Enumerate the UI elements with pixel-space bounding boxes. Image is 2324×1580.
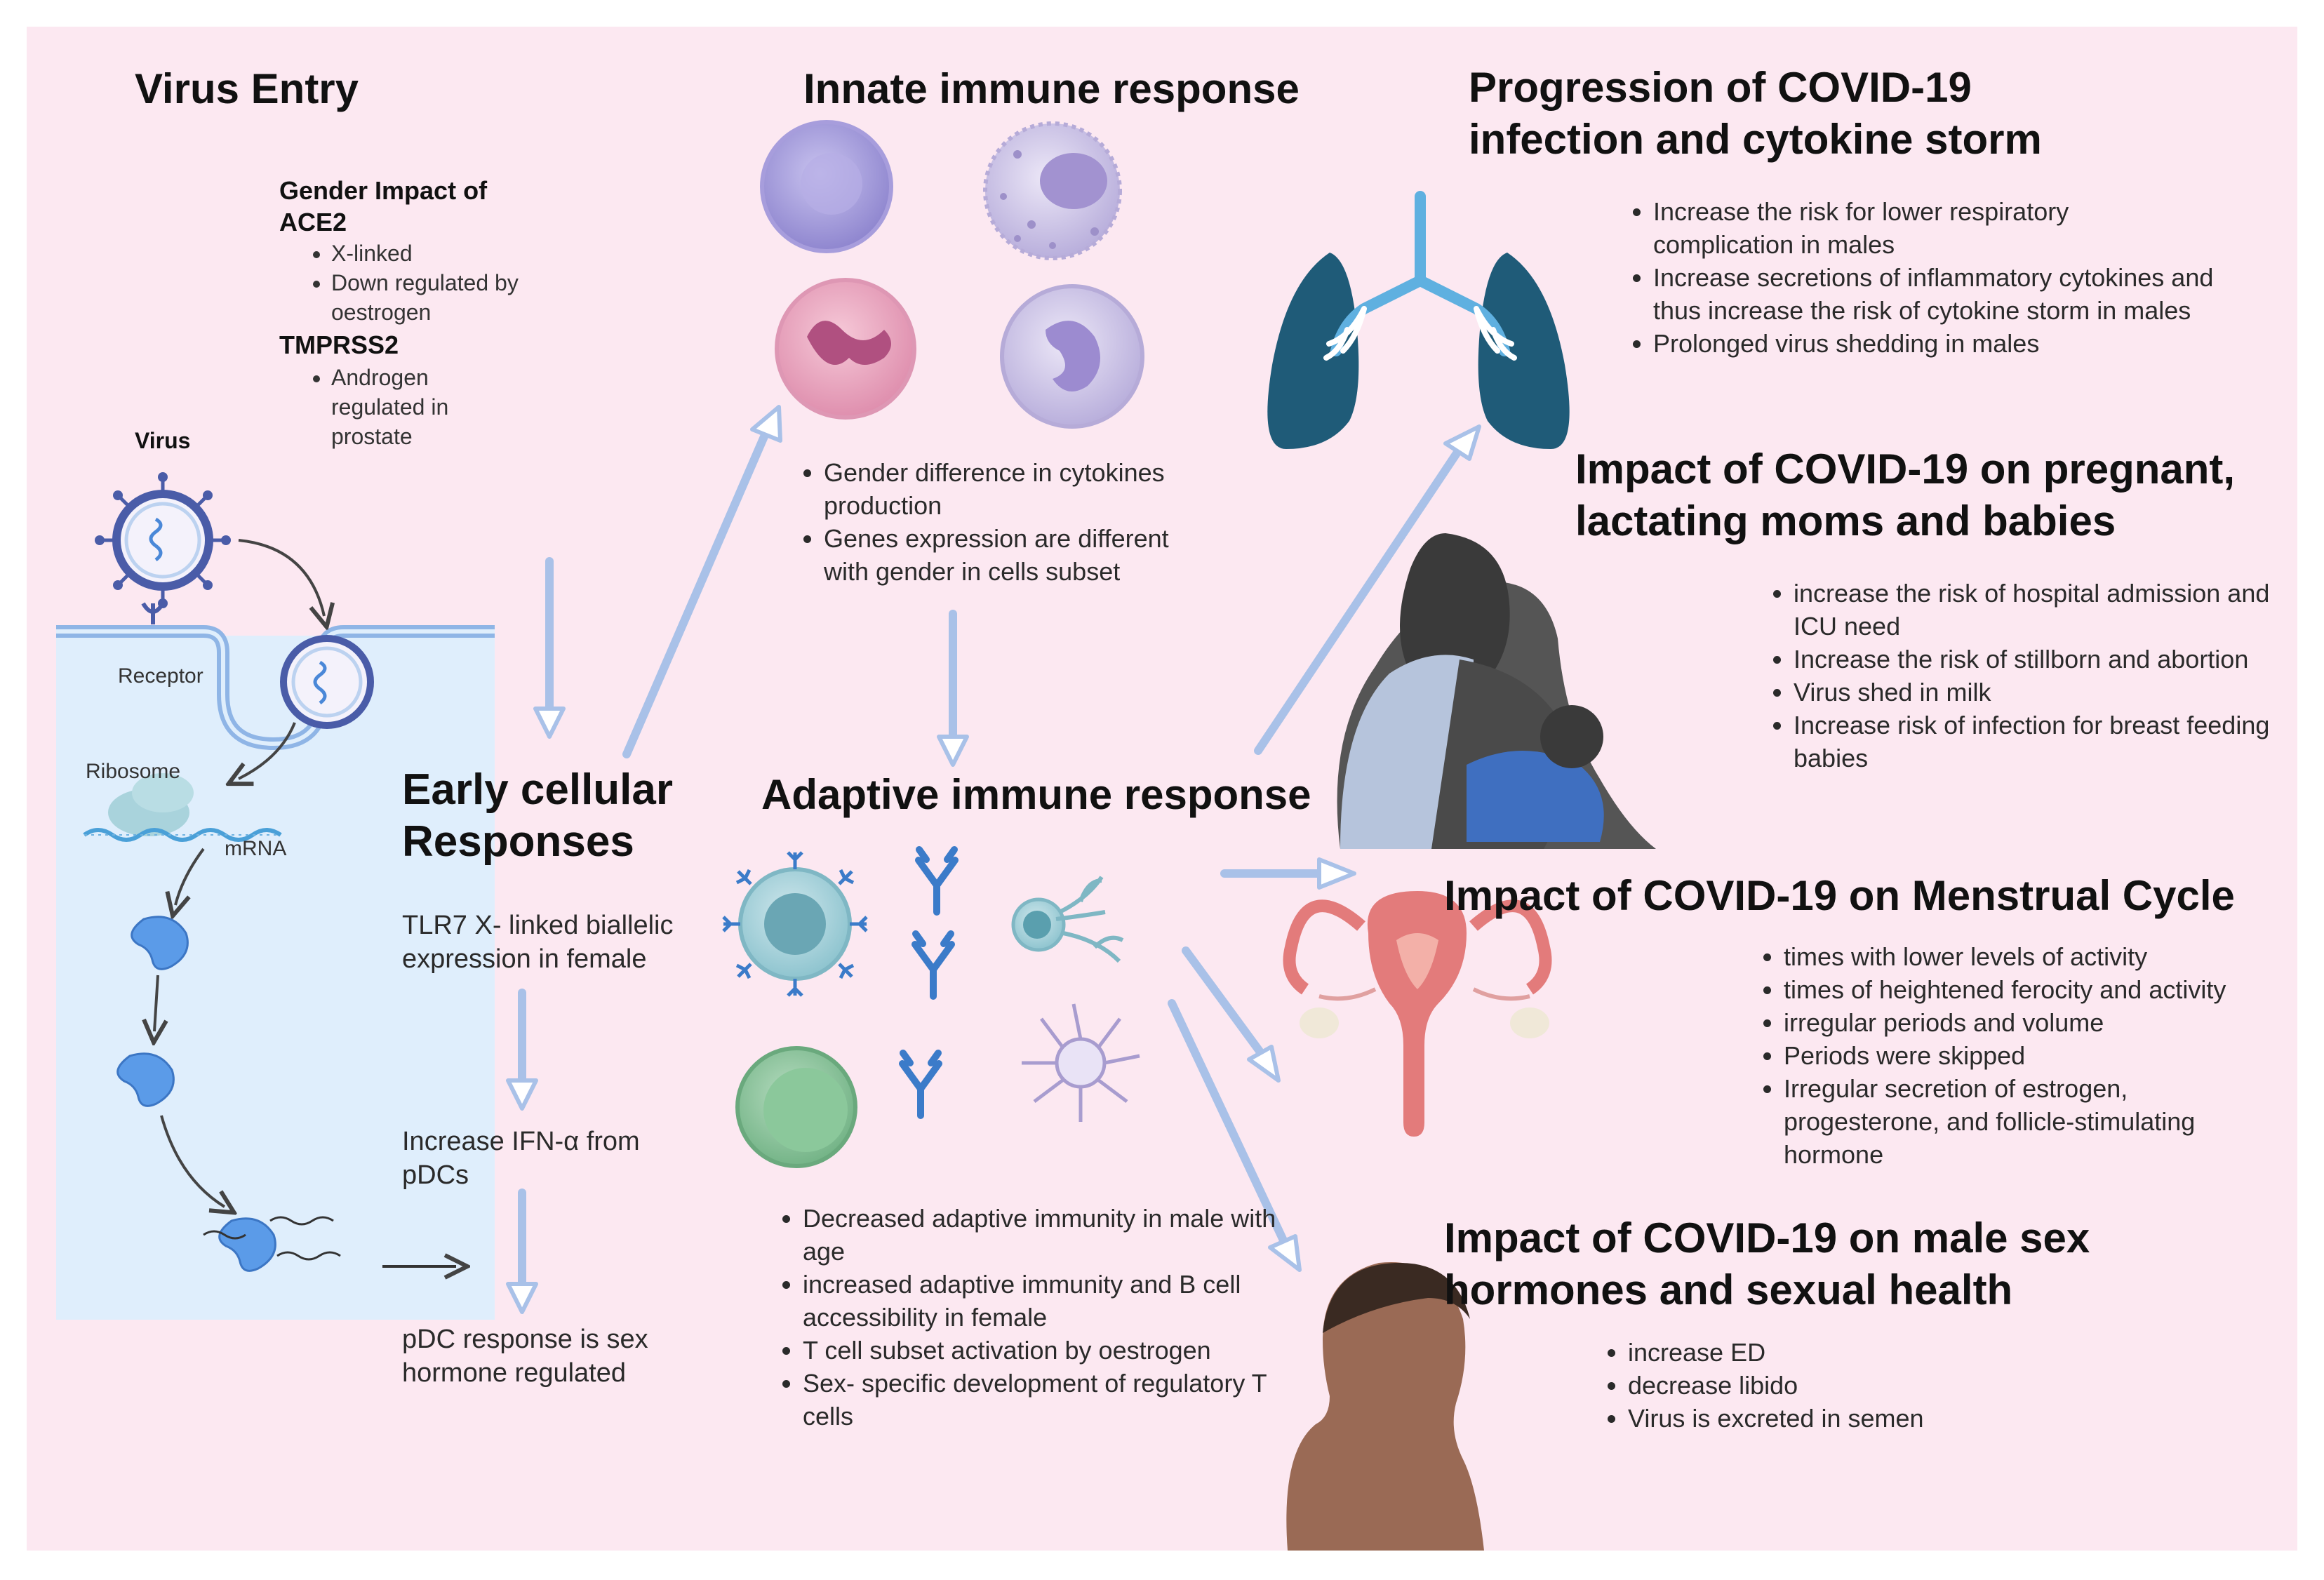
adaptive-points: Decreased adaptive immunity in male with…: [772, 1202, 1308, 1433]
bullet-item: Prolonged virus shedding in males: [1653, 327, 2215, 360]
receptor-label: Receptor: [118, 664, 203, 688]
flow-arrows: [518, 431, 1464, 1288]
protein-2: [116, 1052, 175, 1107]
innate-title: Innate immune response: [803, 65, 1300, 112]
innate-cell-mast: [983, 121, 1122, 260]
tlr7-line2: expression in female: [402, 944, 647, 974]
progression-points: Increase the risk for lower respiratory …: [1622, 195, 2215, 360]
adaptive-cell-dendritic: [1011, 876, 1124, 963]
bullet-item: Increase the risk of stillborn and abort…: [1794, 643, 2285, 676]
ifn-line1: Increase IFN-α from: [402, 1127, 640, 1156]
pdc-line1: pDC response is sex: [402, 1325, 648, 1354]
bullet-item: X-linked: [331, 239, 598, 268]
pregnant-title-line2: lactating moms and babies: [1575, 497, 2116, 544]
bullet-item: times with lower levels of activity: [1784, 940, 2247, 973]
innate-cell-eosinophil: [1000, 284, 1144, 429]
adaptive-title: Adaptive immune response: [761, 771, 1311, 818]
early-title-line2: Responses: [402, 817, 634, 866]
early-title-line1: Early cellular: [402, 765, 674, 814]
bullet-item: increased adaptive immunity and B cell a…: [803, 1268, 1308, 1334]
adaptive-cell-tcell: [735, 1046, 857, 1168]
ace2-label: ACE2: [279, 208, 347, 236]
innate-points: Gender difference in cytokines productio…: [793, 456, 1203, 588]
virus-entry-title: Virus Entry: [135, 65, 359, 112]
male-title-line1: Impact of COVID-19 on male sex: [1444, 1214, 2090, 1261]
bullet-item: Sex- specific development of regulatory …: [803, 1367, 1308, 1433]
uterus-illustration: [1283, 891, 1552, 1137]
bullet-item: times of heightened ferocity and activit…: [1784, 973, 2247, 1006]
menstrual-title: Impact of COVID-19 on Menstrual Cycle: [1444, 872, 2235, 919]
protein-3: [218, 1217, 276, 1272]
menstrual-points: times with lower levels of activity time…: [1753, 940, 2247, 1171]
bullet-item: increase the risk of hospital admission …: [1794, 577, 2285, 643]
virus-particle: [95, 472, 231, 608]
bullet-item: Down regulated by oestrogen: [331, 268, 598, 327]
breastfeeding-illustration: [1337, 533, 1656, 849]
ribosome-label: Ribosome: [86, 760, 181, 783]
tmprss2-points: Androgen regulated in prostate: [303, 363, 472, 451]
bullet-item: Virus is excreted in semen: [1628, 1402, 2119, 1435]
bullet-item: increase ED: [1628, 1336, 2119, 1369]
progression-title-line2: infection and cytokine storm: [1469, 116, 2042, 163]
adaptive-cell-bcell: [722, 851, 868, 997]
bullet-item: decrease libido: [1628, 1369, 2119, 1402]
tlr7-line1: TLR7 X- linked biallelic: [402, 911, 674, 940]
male-title-line2: hormones and sexual health: [1444, 1266, 2013, 1313]
bullet-item: Androgen regulated in prostate: [331, 363, 472, 451]
pdc-line2: hormone regulated: [402, 1358, 626, 1388]
bullet-item: Virus shed in milk: [1794, 676, 2285, 709]
mrna-label: mRNA: [225, 837, 287, 860]
male-points: increase ED decrease libido Virus is exc…: [1597, 1336, 2119, 1435]
bullet-item: irregular periods and volume: [1784, 1006, 2247, 1039]
innate-cell-neutrophil: [775, 278, 916, 420]
ifn-line2: pDCs: [402, 1160, 469, 1190]
ribosome: [108, 773, 194, 836]
bullet-item: Increase the risk for lower respiratory …: [1653, 195, 2215, 261]
pregnant-points: increase the risk of hospital admission …: [1763, 577, 2285, 775]
ace2-points: X-linked Down regulated by oestrogen: [303, 239, 598, 327]
bullet-item: Irregular secretion of estrogen, progest…: [1784, 1072, 2247, 1171]
progression-title-line1: Progression of COVID-19: [1469, 64, 1972, 111]
mrna-strand: [83, 828, 282, 842]
bullet-item: Increase secretions of inflammatory cyto…: [1653, 261, 2215, 327]
innate-cell-monocyte: [760, 120, 893, 253]
bullet-item: Gender difference in cytokines productio…: [824, 456, 1203, 522]
male-head-illustration: [1286, 1262, 1484, 1551]
antibodies: [899, 846, 959, 1119]
bullet-item: Genes expression are different with gend…: [824, 522, 1203, 588]
lungs-illustration: [1267, 191, 1570, 449]
tmprss2-label: TMPRSS2: [279, 330, 399, 359]
pregnant-title-line1: Impact of COVID-19 on pregnant,: [1575, 446, 2236, 493]
receptor: [141, 602, 165, 624]
endosome-virus: [280, 635, 374, 729]
bullet-item: Decreased adaptive immunity in male with…: [803, 1202, 1308, 1268]
adaptive-cell-nk: [1022, 1003, 1140, 1122]
gender-impact-title: Gender Impact of: [279, 176, 488, 205]
bullet-item: Periods were skipped: [1784, 1039, 2247, 1072]
bullet-item: Increase risk of infection for breast fe…: [1794, 709, 2285, 775]
protein-1: [131, 916, 189, 970]
bullet-item: T cell subset activation by oestrogen: [803, 1334, 1308, 1367]
virus-label: Virus: [135, 428, 191, 453]
